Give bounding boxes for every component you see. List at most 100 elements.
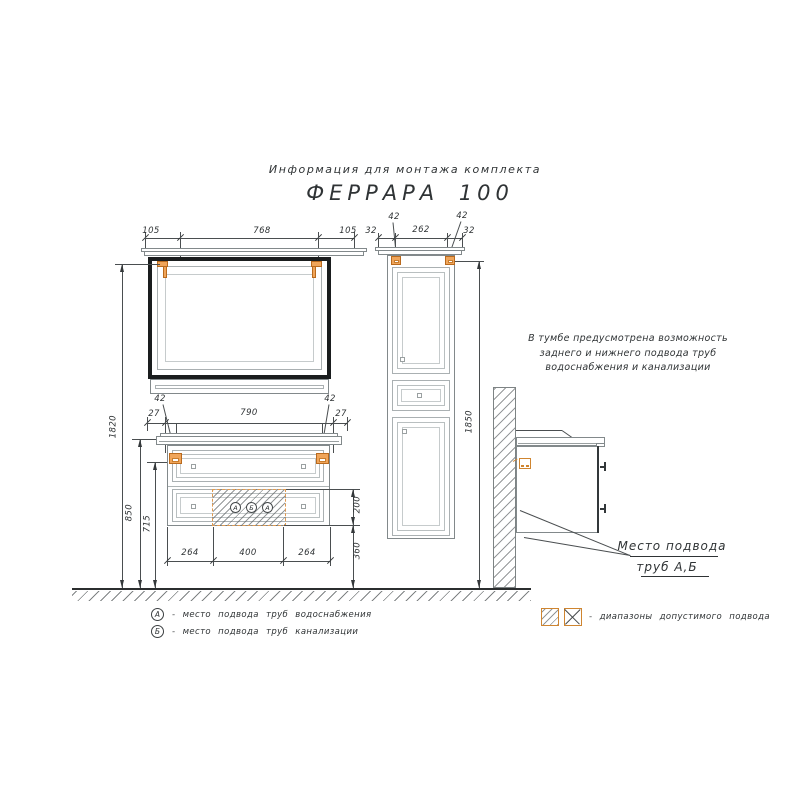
ext-line	[395, 233, 396, 256]
dim-arrow	[477, 580, 481, 588]
dim-line	[140, 439, 141, 588]
legend-hatch-square-icon	[541, 608, 559, 626]
mirror-bevel-inner	[165, 274, 314, 362]
ext-line	[132, 439, 160, 440]
dim-label-105-left: 105	[142, 226, 160, 236]
handle-side	[600, 466, 605, 468]
drawing-subtitle: Информация для монтажа комплекта	[268, 163, 542, 176]
dim-line	[122, 264, 123, 588]
legend-b-text: - место подвода труб канализации	[172, 627, 359, 637]
dim-arrow	[351, 580, 355, 588]
ext-line	[213, 527, 214, 566]
dim-line	[353, 489, 354, 588]
carcass-seam	[168, 486, 329, 487]
ext-line	[147, 417, 148, 431]
legend-cross-square-icon	[564, 608, 582, 626]
ext-line	[462, 233, 463, 249]
dim-arrow	[153, 580, 157, 588]
drawer-handle	[191, 504, 196, 509]
dim-arrow	[477, 261, 481, 269]
port-a2-marker: А	[262, 502, 273, 513]
ext-line	[283, 527, 284, 566]
port-a-marker: А	[230, 502, 241, 513]
dim-arrow	[120, 580, 124, 588]
dim-arrow	[153, 462, 157, 470]
drawer-molding-inner	[180, 458, 316, 474]
handle-side	[600, 508, 605, 510]
ext-line	[147, 462, 168, 463]
dim-arrow	[351, 517, 355, 525]
dim-label-42-right: 42	[456, 211, 468, 221]
dim-line	[167, 561, 330, 562]
port-b-marker: Б	[246, 502, 257, 513]
dim-label-790: 790	[240, 408, 258, 418]
vanity-side-view	[516, 446, 599, 533]
underline	[641, 576, 709, 577]
mount-bracket-side-icon	[519, 458, 531, 469]
dim-arrow	[351, 525, 355, 533]
legend-a-text: - место подвода труб водоснабжения	[172, 610, 372, 620]
note-line-3: водоснабжения и канализации	[545, 362, 711, 373]
drawer-front	[172, 450, 324, 482]
dim-label-42-left: 42	[154, 394, 166, 404]
dim-label-1850: 1850	[464, 410, 475, 434]
drawer-molding	[176, 454, 320, 478]
countertop-side	[516, 437, 605, 446]
penal-cornice-lower	[378, 250, 462, 255]
mirror-cornice-lower	[144, 251, 364, 256]
wall-section	[493, 387, 516, 588]
dim-line	[145, 238, 354, 239]
note-line-1: В тумбе предусмотрена возможность	[528, 333, 728, 344]
pipe-point-label-1: Место подвода	[617, 539, 727, 553]
pipe-point-label-2: труб А,Б	[636, 560, 698, 574]
countertop	[156, 436, 342, 445]
ext-line	[347, 417, 348, 431]
dim-line	[378, 238, 462, 239]
ext-line	[284, 525, 360, 526]
dim-label-360: 360	[352, 541, 363, 560]
ext-line	[167, 527, 168, 566]
floor-line	[72, 588, 531, 590]
penal-upper-door	[392, 267, 450, 374]
ext-line	[115, 264, 160, 265]
ext-line	[318, 232, 319, 262]
ext-line	[145, 232, 146, 249]
penal-drawer	[392, 380, 450, 411]
ext-line	[447, 233, 448, 256]
mirror-bevel	[157, 266, 322, 370]
handle-side-bar	[604, 504, 606, 513]
legend-port-a-icon: А	[151, 608, 164, 621]
mount-bracket-icon	[169, 453, 182, 464]
drawer-handle	[191, 464, 196, 469]
drawer-handle	[301, 464, 306, 469]
dim-label-42-left: 42	[388, 212, 400, 222]
dim-label-264-left: 264	[181, 548, 199, 558]
dim-arrow	[138, 580, 142, 588]
dim-line	[479, 261, 480, 588]
note-line-2: заднего и нижнего подвода труб	[539, 348, 717, 359]
dim-label-264-right: 264	[298, 548, 316, 558]
underline	[630, 556, 718, 557]
floor-hatch	[72, 591, 531, 601]
dim-label-200: 200	[352, 495, 363, 514]
vanity-front-edge	[597, 446, 599, 533]
ext-line	[455, 261, 484, 262]
dim-arrow	[138, 439, 142, 447]
mount-bracket-icon	[316, 453, 329, 464]
mirror-hanger-icon	[309, 261, 323, 280]
ext-line	[354, 232, 355, 249]
ext-line	[286, 489, 360, 490]
door-handle	[400, 357, 405, 362]
dim-label-768: 768	[253, 226, 271, 236]
dim-label-42-right: 42	[324, 394, 336, 404]
dim-label-105-right: 105	[339, 226, 357, 236]
dim-label-32-left: 32	[365, 226, 377, 236]
penal-lower-door	[392, 417, 450, 536]
dim-line	[147, 423, 347, 424]
door-handle	[402, 429, 407, 434]
legend-port-b-icon: Б	[151, 625, 164, 638]
ext-line	[180, 232, 181, 262]
legend-ranges-text: - диапазоны допустимого подвода	[589, 612, 770, 622]
dim-label-27-right: 27	[335, 409, 347, 419]
dim-label-715: 715	[142, 514, 153, 533]
